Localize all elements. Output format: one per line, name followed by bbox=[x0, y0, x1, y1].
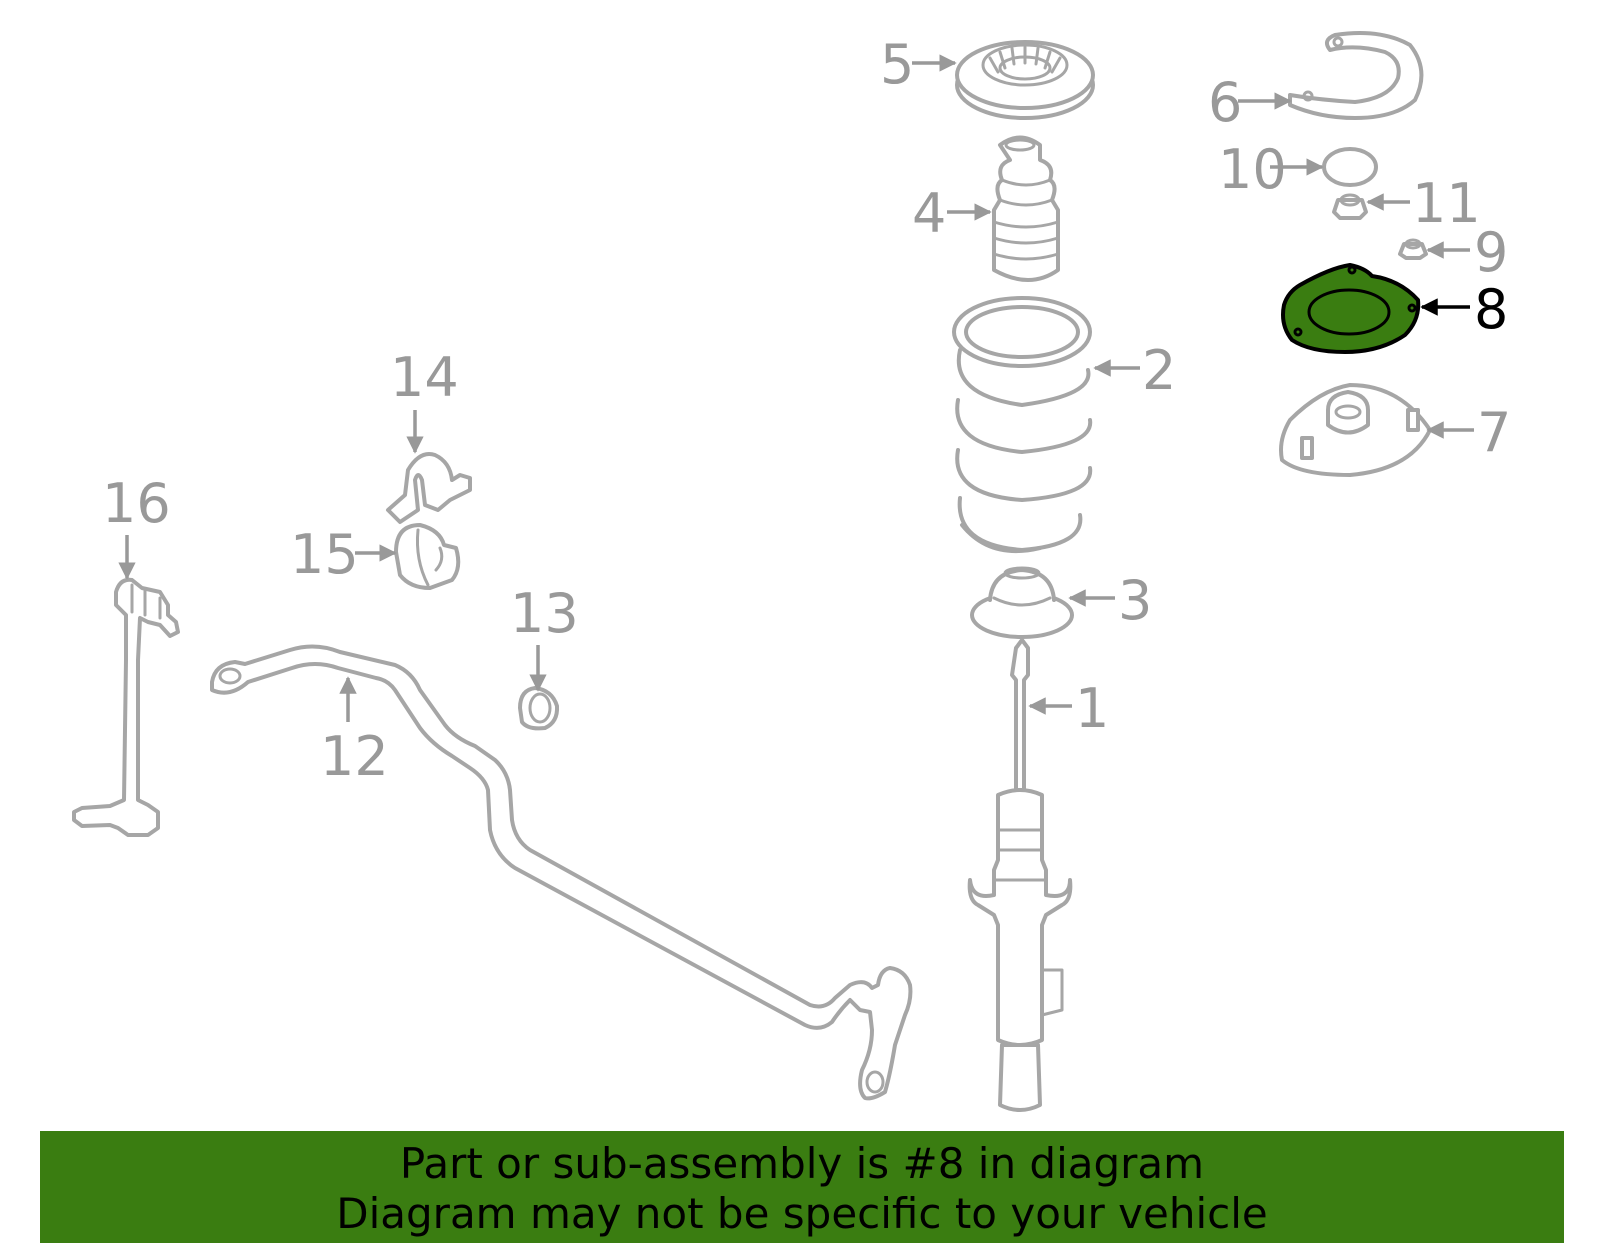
part-16-stabilizer-link[interactable] bbox=[72, 577, 180, 837]
leader-lines bbox=[118, 54, 1474, 722]
part-8-mount-plate[interactable] bbox=[1281, 263, 1421, 354]
part-14-bracket[interactable] bbox=[386, 452, 472, 524]
callout-4: 4 bbox=[912, 182, 946, 245]
callout-15: 15 bbox=[290, 523, 359, 586]
part-4-bump-stop[interactable] bbox=[992, 135, 1060, 282]
callout-2: 2 bbox=[1142, 339, 1176, 402]
part-2-coil-spring[interactable] bbox=[952, 296, 1093, 553]
callout-8: 8 bbox=[1474, 278, 1508, 341]
callout-16: 16 bbox=[102, 472, 171, 535]
info-banner: Part or sub-assembly is #8 in diagram Di… bbox=[40, 1131, 1564, 1243]
part-5-spring-seat[interactable] bbox=[955, 40, 1095, 120]
part-7-strut-mount[interactable] bbox=[1279, 383, 1432, 477]
part-6-upper-seat-plate[interactable] bbox=[1288, 31, 1424, 120]
part-15-bushing[interactable] bbox=[394, 523, 461, 590]
part-1-strut[interactable] bbox=[967, 638, 1073, 1112]
callout-1: 1 bbox=[1075, 677, 1109, 740]
part-3-lower-seat[interactable] bbox=[970, 566, 1074, 639]
callout-10: 10 bbox=[1218, 138, 1287, 201]
part-9-nut[interactable] bbox=[1398, 238, 1428, 260]
banner-line-1: Part or sub-assembly is #8 in diagram bbox=[399, 1139, 1205, 1188]
part-12-stabilizer-bar[interactable] bbox=[210, 644, 913, 1101]
callout-14: 14 bbox=[390, 346, 459, 409]
part-11-nut[interactable] bbox=[1332, 193, 1368, 220]
callout-13: 13 bbox=[510, 582, 579, 645]
part-10-cap[interactable] bbox=[1322, 147, 1378, 187]
callout-7: 7 bbox=[1477, 401, 1511, 464]
callout-3: 3 bbox=[1118, 569, 1152, 632]
callout-5: 5 bbox=[880, 33, 914, 96]
callout-9: 9 bbox=[1474, 221, 1508, 284]
callout-11: 11 bbox=[1412, 172, 1481, 235]
callout-6: 6 bbox=[1208, 71, 1242, 134]
banner-line-2: Diagram may not be specific to your vehi… bbox=[336, 1189, 1268, 1238]
part-13-bushing[interactable] bbox=[518, 686, 560, 731]
callout-12: 12 bbox=[320, 725, 389, 788]
